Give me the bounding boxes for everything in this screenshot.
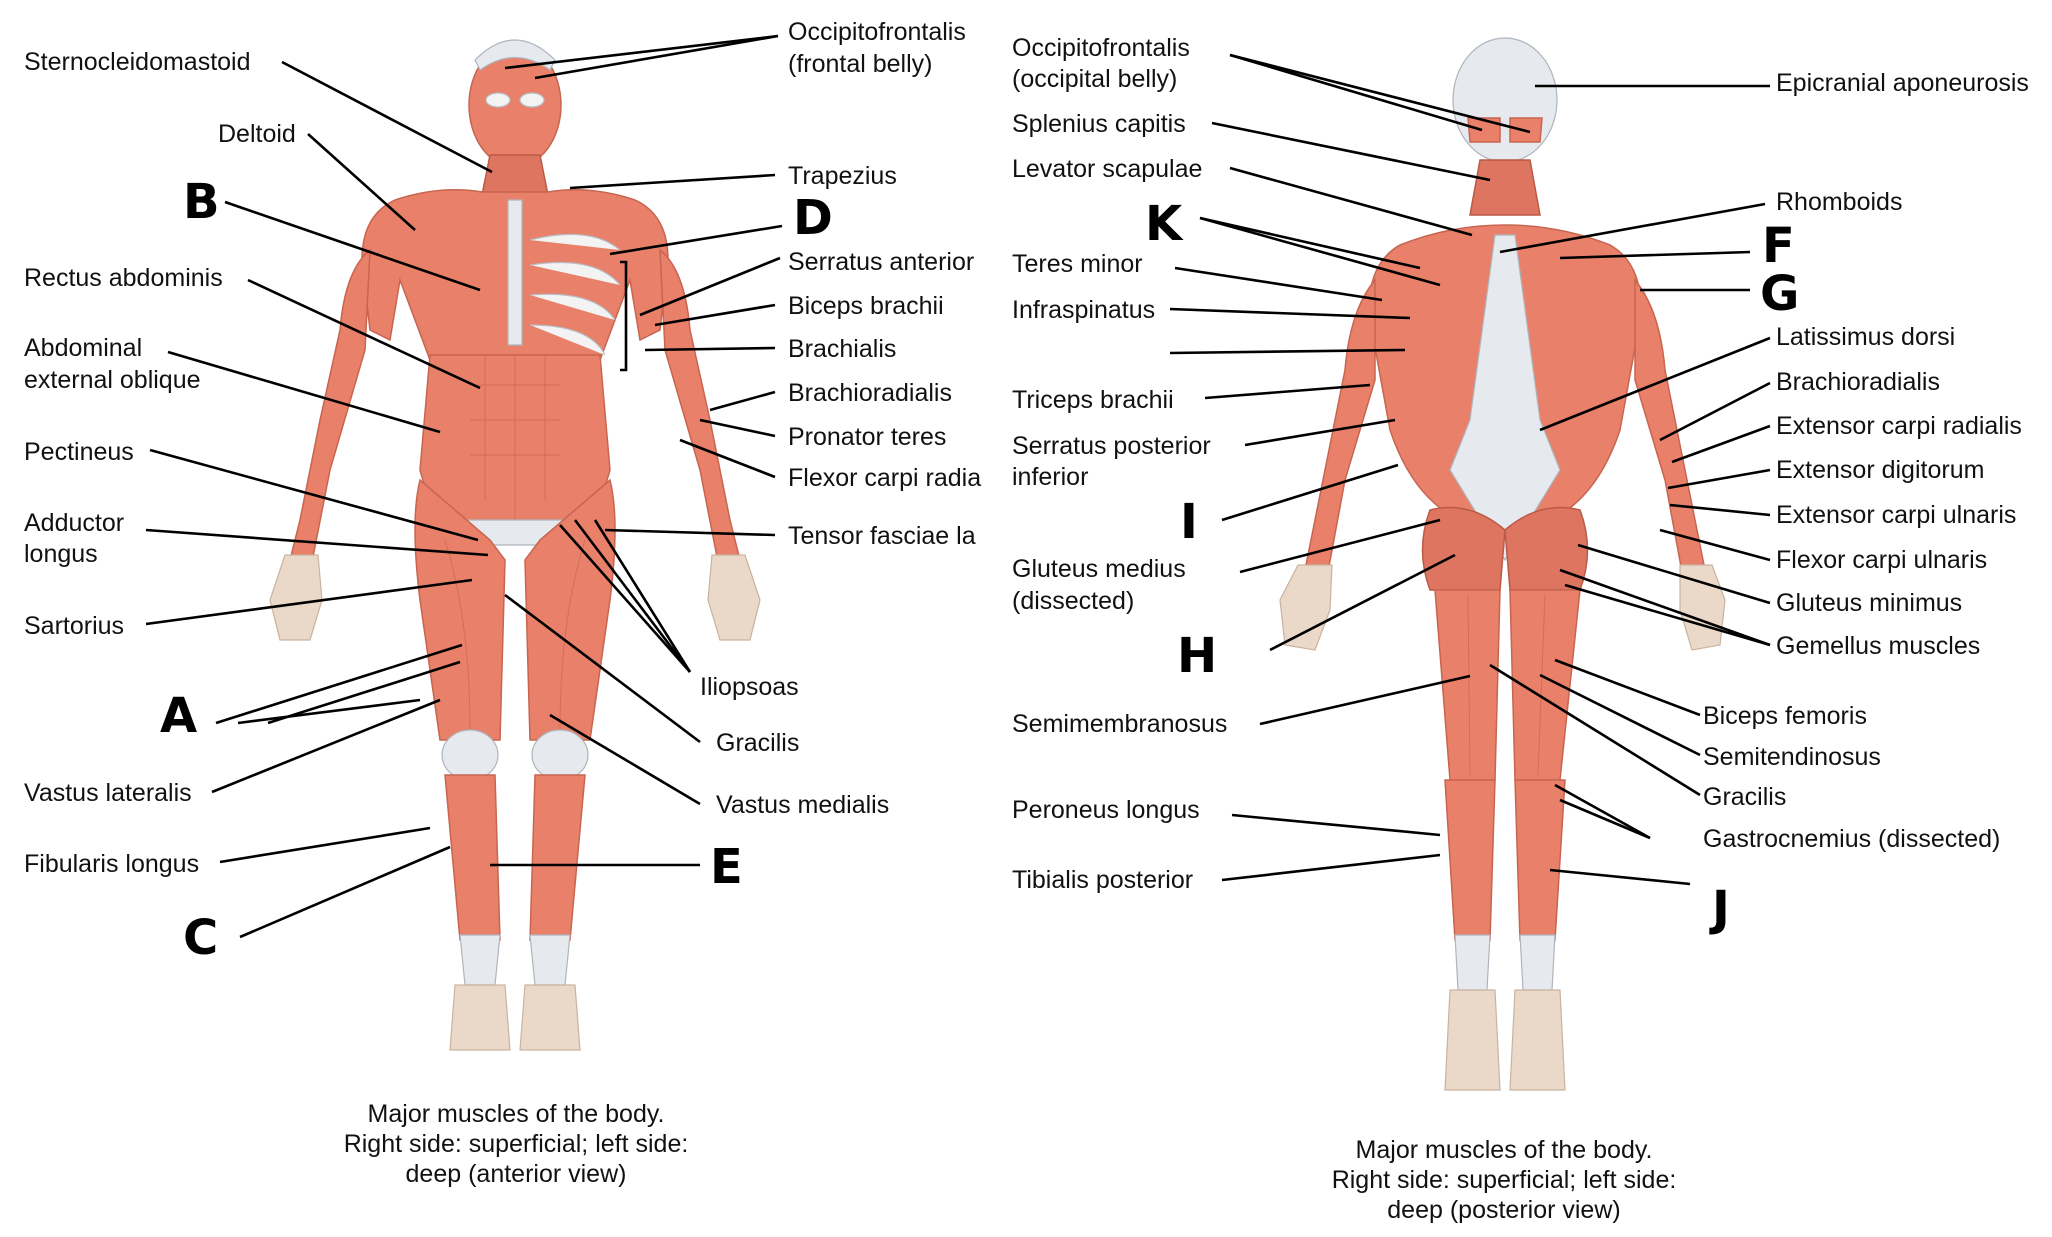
letter-j: J (1709, 881, 1730, 937)
label-flexor-carpi-ulnaris: Flexor carpi ulnaris (1776, 546, 1987, 574)
label-brachioradialis-posterior: Brachioradialis (1776, 368, 1940, 396)
label-rectus-abdominis: Rectus abdominis (24, 264, 223, 292)
posterior-leader-lines (1169, 53, 1771, 886)
label-gemellus-muscles: Gemellus muscles (1776, 632, 1980, 660)
letter-d: D (793, 190, 833, 246)
label-sartorius: Sartorius (24, 612, 124, 640)
label-teres-minor: Teres minor (1012, 250, 1143, 278)
label-abdominal-external-oblique: Abdominal (24, 334, 142, 362)
label-flexor-carpi-radialis: Flexor carpi radia (788, 464, 981, 492)
label-pronator-teres: Pronator teres (788, 423, 946, 451)
posterior-caption-line2: Right side: superficial; left side: (1332, 1166, 1677, 1194)
label-splenius-capitis: Splenius capitis (1012, 110, 1186, 138)
anterior-left-leg (529, 774, 586, 941)
label-gracilis: Gracilis (716, 729, 799, 757)
label-epicranial-aponeurosis: Epicranial aponeurosis (1776, 69, 2029, 97)
label-triceps-brachii: Triceps brachii (1012, 386, 1174, 414)
anterior-figure (269, 39, 761, 1051)
label-occipitofrontalis-frontal-line2: (frontal belly) (788, 50, 933, 78)
posterior-neck (1469, 159, 1541, 216)
anterior-right-leg (444, 774, 501, 941)
label-tibialis-posterior: Tibialis posterior (1012, 866, 1193, 894)
label-tensor-fasciae-latae: Tensor fasciae la (788, 522, 976, 550)
label-occipitofrontalis-frontal: Occipitofrontalis (788, 18, 966, 46)
anterior-neck (481, 154, 549, 196)
label-adductor-longus: Adductor (24, 509, 124, 537)
posterior-figure (1279, 37, 1726, 1091)
label-serratus-posterior-inferior: Serratus posterior (1012, 432, 1211, 460)
letter-k: K (1145, 196, 1184, 252)
label-fibularis-longus: Fibularis longus (24, 850, 199, 878)
label-gastrocnemius: Gastrocnemius (dissected) (1703, 825, 2000, 853)
letter-f: F (1762, 218, 1795, 274)
label-infraspinatus: Infraspinatus (1012, 296, 1155, 324)
label-levator-scapulae: Levator scapulae (1012, 155, 1202, 183)
label-gluteus-medius: Gluteus medius (1012, 555, 1186, 583)
letter-b: B (183, 174, 220, 230)
letter-i: I (1180, 494, 1198, 550)
label-semitendinosus: Semitendinosus (1703, 743, 1881, 771)
posterior-left-thigh (1434, 589, 1501, 781)
label-deltoid: Deltoid (218, 120, 296, 148)
anterior-scalp (474, 39, 556, 71)
anterior-right-hand (269, 554, 323, 641)
label-extensor-carpi-ulnaris: Extensor carpi ulnaris (1776, 501, 2016, 529)
label-abdominal-external-oblique-line2: external oblique (24, 366, 201, 394)
posterior-right-gluteal (1504, 506, 1589, 591)
label-pectineus: Pectineus (24, 438, 134, 466)
anterior-caption-line2: Right side: superficial; left side: (344, 1130, 689, 1158)
label-adductor-longus-line2: longus (24, 540, 98, 568)
label-occipitofrontalis-occipital-line2: (occipital belly) (1012, 65, 1177, 93)
posterior-right-foot (1509, 989, 1566, 1091)
posterior-right-arm (1634, 277, 1706, 573)
posterior-left-gluteal (1421, 506, 1506, 591)
posterior-right-leg (1514, 779, 1566, 941)
posterior-head (1452, 37, 1558, 163)
label-biceps-femoris: Biceps femoris (1703, 702, 1867, 730)
label-biceps-brachii: Biceps brachii (788, 292, 944, 320)
label-gluteus-minimus: Gluteus minimus (1776, 589, 1962, 617)
label-extensor-digitorum: Extensor digitorum (1776, 456, 1984, 484)
anterior-leader-lines (145, 34, 783, 939)
anterior-caption-line3: deep (anterior view) (406, 1160, 627, 1188)
anterior-right-arm (289, 248, 371, 563)
anterior-caption-line1: Major muscles of the body. (368, 1100, 665, 1128)
letter-g: G (1760, 266, 1799, 322)
label-occipitofrontalis-occipital: Occipitofrontalis (1012, 34, 1190, 62)
posterior-left-leg (1444, 779, 1496, 941)
label-iliopsoas: Iliopsoas (700, 673, 799, 701)
label-gracilis-posterior: Gracilis (1703, 783, 1786, 811)
label-brachialis: Brachialis (788, 335, 896, 363)
posterior-left-foot (1444, 989, 1501, 1091)
letter-a: A (160, 688, 197, 744)
anterior-left-foot (519, 984, 581, 1051)
label-brachioradialis: Brachioradialis (788, 379, 952, 407)
anterior-left-hand (707, 554, 761, 641)
label-gluteus-medius-line2: (dissected) (1012, 587, 1134, 615)
posterior-left-hand (1279, 564, 1333, 651)
label-sternocleidomastoid: Sternocleidomastoid (24, 48, 251, 76)
label-latissimus-dorsi: Latissimus dorsi (1776, 323, 1955, 351)
label-serratus-anterior: Serratus anterior (788, 248, 974, 276)
label-extensor-carpi-radialis: Extensor carpi radialis (1776, 412, 2022, 440)
letter-h: H (1177, 628, 1217, 684)
label-serratus-posterior-inferior-line2: inferior (1012, 463, 1088, 491)
anterior-right-foot (449, 984, 511, 1051)
posterior-caption: Major muscles of the body. Right side: s… (1332, 1136, 1677, 1224)
posterior-caption-line3: deep (posterior view) (1387, 1196, 1620, 1224)
posterior-labels: Occipitofrontalis (occipital belly) Sple… (1012, 34, 2029, 937)
anterior-labels: Sternocleidomastoid Deltoid Rectus abdom… (24, 18, 981, 966)
label-peroneus-longus: Peroneus longus (1012, 796, 1200, 824)
posterior-caption-line1: Major muscles of the body. (1356, 1136, 1653, 1164)
anterior-caption: Major muscles of the body. Right side: s… (344, 1100, 689, 1188)
letter-c: C (183, 910, 218, 966)
label-vastus-lateralis: Vastus lateralis (24, 779, 192, 807)
label-semimembranosus: Semimembranosus (1012, 710, 1227, 738)
label-rhomboids: Rhomboids (1776, 188, 1902, 216)
label-trapezius: Trapezius (788, 162, 897, 190)
letter-e: E (710, 839, 743, 895)
label-vastus-medialis: Vastus medialis (716, 791, 889, 819)
